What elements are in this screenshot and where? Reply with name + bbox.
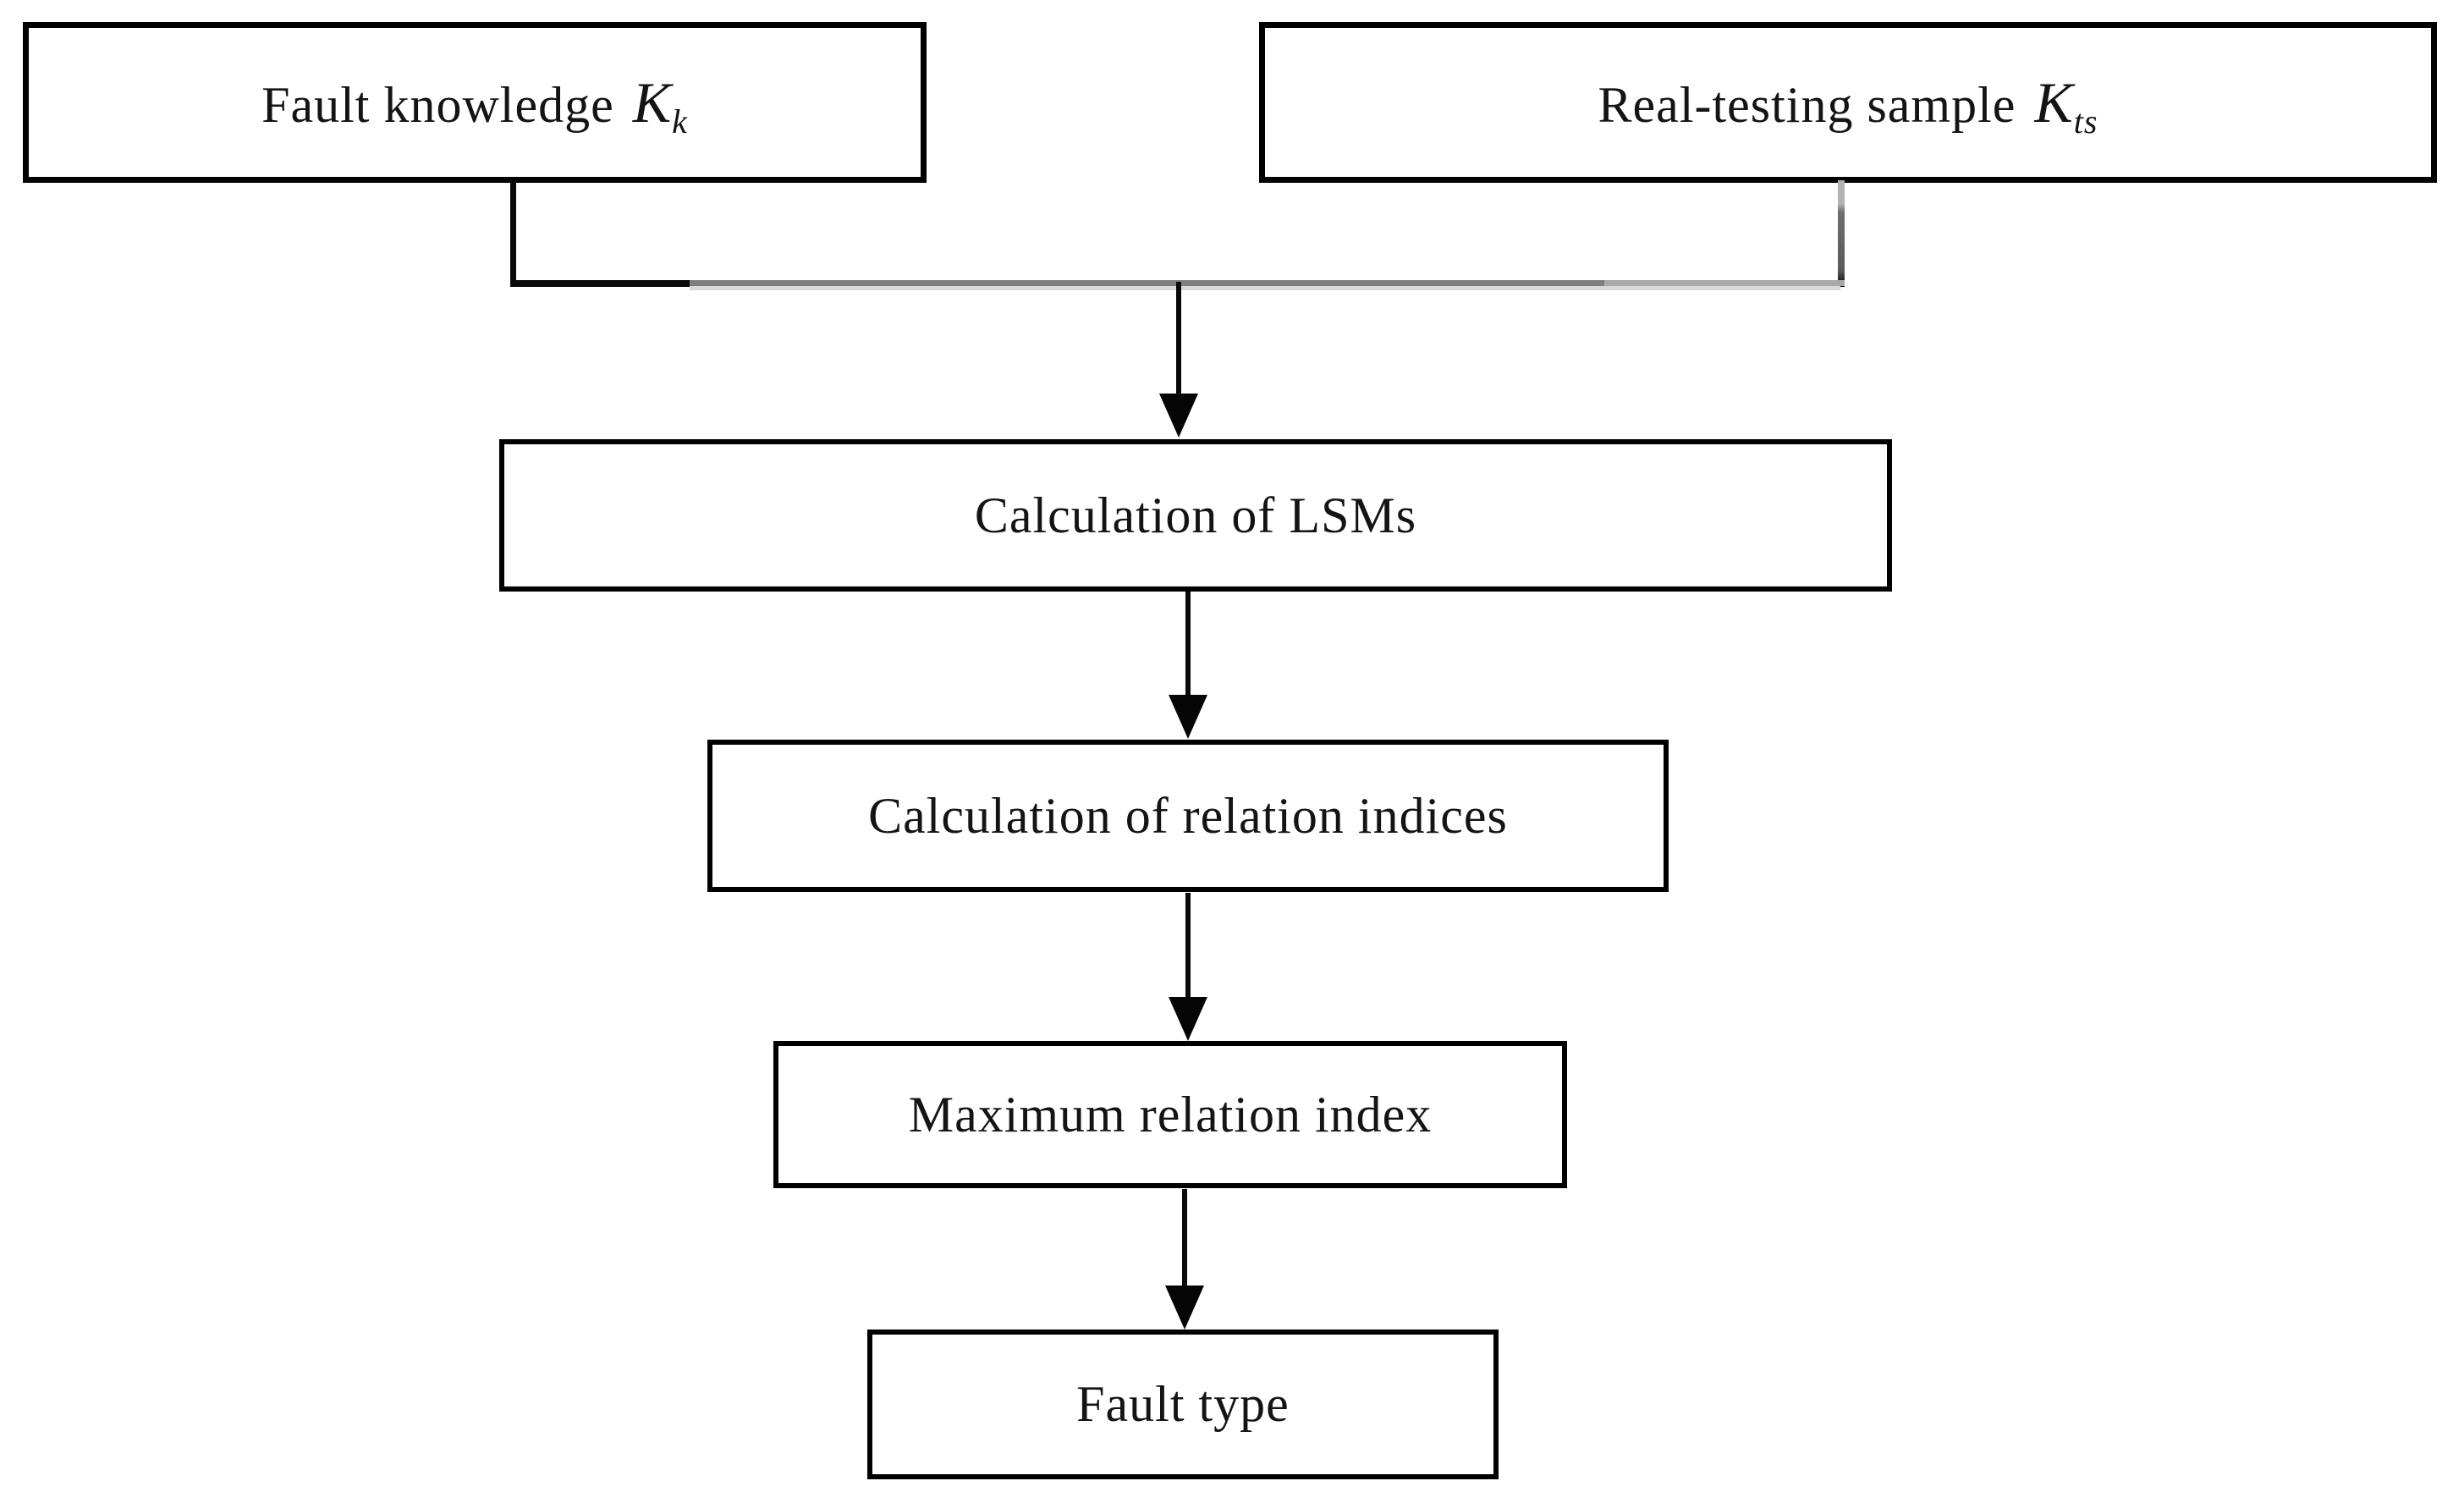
flow-box-real-testing-sample-label: Real-testing sample Kts	[1598, 69, 2098, 140]
arrow-to-fault-type-stem	[1182, 1189, 1187, 1287]
connector-horizontal-line-light	[690, 286, 1840, 290]
arrow-to-relation-indices-stem	[1185, 592, 1191, 696]
connector-horizontal-line-silver	[1604, 280, 1845, 286]
flow-box-calculation-of-relation-indices: Calculation of relation indices	[707, 740, 1669, 892]
flow-box-fault-knowledge: Fault knowledge Kk	[23, 22, 927, 183]
connector-horizontal-line-black	[510, 280, 691, 287]
math-symbol: K	[2034, 69, 2074, 135]
connector-horizontal-line-gray	[690, 280, 1606, 286]
arrow-to-lsms-head-icon	[1159, 394, 1198, 438]
flow-box-fault-type: Fault type	[867, 1330, 1499, 1479]
connector-right-vertical-line	[1838, 180, 1845, 287]
arrow-to-maximum-index-head-icon	[1169, 997, 1207, 1041]
arrow-to-relation-indices-head-icon	[1169, 695, 1207, 739]
math-subscript: k	[672, 102, 688, 140]
flow-box-calculation-of-lsms: Calculation of LSMs	[499, 439, 1892, 592]
flow-box-fault-type-label: Fault type	[1076, 1376, 1290, 1432]
connector-left-vertical-line	[510, 180, 516, 284]
math-symbol: K	[632, 69, 673, 135]
arrow-to-lsms-stem	[1176, 282, 1181, 395]
math-subscript: ts	[2073, 102, 2098, 140]
flow-box-calculation-of-relation-indices-label: Calculation of relation indices	[868, 787, 1508, 844]
flow-box-real-testing-sample: Real-testing sample Kts	[1259, 22, 2437, 183]
flow-box-calculation-of-lsms-label: Calculation of LSMs	[974, 487, 1417, 543]
flow-box-fault-knowledge-label: Fault knowledge Kk	[261, 69, 688, 140]
flow-box-maximum-relation-index-label: Maximum relation index	[908, 1086, 1433, 1142]
flow-box-maximum-relation-index: Maximum relation index	[773, 1041, 1567, 1188]
arrow-to-fault-type-head-icon	[1165, 1286, 1204, 1330]
arrow-to-maximum-index-stem	[1185, 893, 1191, 999]
